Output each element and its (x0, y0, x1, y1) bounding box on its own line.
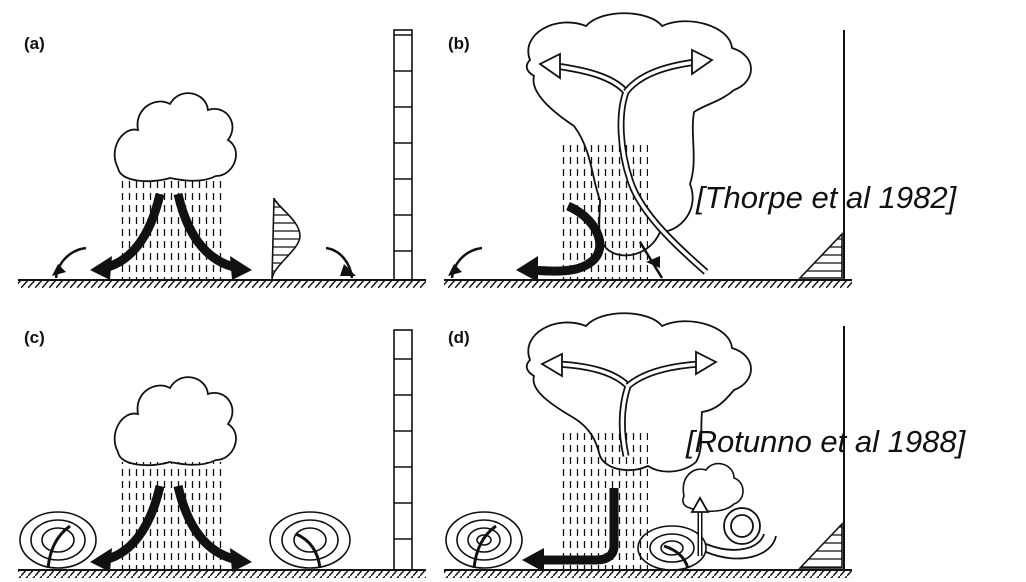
rain-shaft (120, 462, 226, 570)
height-ruler (394, 30, 412, 280)
updraft-vortex (692, 498, 776, 559)
panel-a (18, 30, 426, 288)
vortex-left (20, 512, 96, 568)
cloud (115, 93, 236, 181)
vortex-right (270, 512, 350, 568)
citation-bottom: [Rotunno et al 1988] (686, 424, 965, 460)
panel-b (444, 13, 852, 288)
rain-shaft (560, 430, 648, 570)
cloud (115, 377, 236, 465)
ground-hatch (18, 571, 426, 578)
shear-profile (800, 234, 842, 278)
ground-hatch (444, 281, 852, 288)
panel-label-a: (a) (24, 34, 45, 54)
panel-label-b: (b) (448, 34, 470, 54)
vortex-right (638, 526, 706, 570)
ground-hatch (444, 571, 852, 578)
arrowhead (90, 256, 112, 280)
panel-c (18, 330, 426, 578)
arrowhead (230, 256, 252, 280)
front-barb (448, 264, 462, 276)
cloud-secondary (683, 464, 743, 512)
panel-label-c: (c) (24, 328, 45, 348)
panel-label-d: (d) (448, 328, 470, 348)
rain-shaft (120, 178, 226, 280)
front-barb (52, 264, 66, 276)
arrowhead (230, 548, 252, 572)
vortex-left (446, 512, 522, 568)
height-ruler (394, 330, 412, 570)
wind-profile (272, 198, 300, 280)
arrowhead (522, 548, 544, 572)
shear-profile (800, 524, 842, 568)
front-barb (646, 256, 660, 268)
arrowhead (516, 256, 538, 282)
ground-hatch (18, 281, 426, 288)
citation-top: [Thorpe et al 1982] (696, 180, 956, 216)
